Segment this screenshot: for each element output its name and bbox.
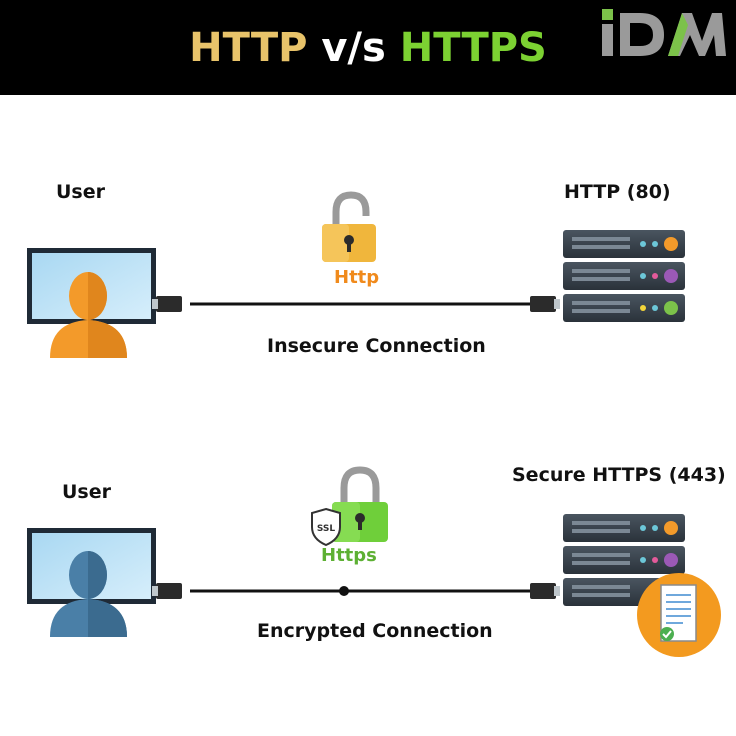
cable-top — [152, 296, 560, 312]
closed-lock-icon — [332, 466, 388, 542]
title-http: HTTP — [189, 24, 308, 71]
encrypted-connection-label: Encrypted Connection — [257, 620, 493, 642]
open-lock-icon — [322, 191, 376, 262]
ssl-badge-text: SSL — [317, 524, 336, 534]
logo — [602, 9, 726, 56]
title-vs: v/s — [307, 24, 400, 71]
user-icon-bottom — [50, 551, 127, 637]
certificate-icon — [637, 573, 721, 657]
title-https: HTTPS — [399, 24, 547, 71]
http-lock-text: Http — [334, 267, 380, 288]
http-server-label: HTTP (80) — [564, 181, 671, 203]
insecure-connection-label: Insecure Connection — [267, 335, 486, 357]
user-icon-top — [50, 272, 127, 358]
header-bar — [0, 0, 736, 95]
https-server-label: Secure HTTPS (443) — [512, 464, 726, 486]
https-lock-text: Https — [321, 545, 377, 566]
page-title: HTTP v/s HTTPS — [0, 0, 736, 95]
user-label-bottom: User — [62, 481, 111, 503]
ssl-badge-icon: SSL — [311, 507, 341, 547]
server-rack-icon-top — [563, 230, 685, 322]
cable-bottom — [152, 583, 560, 599]
user-label-top: User — [56, 181, 105, 203]
